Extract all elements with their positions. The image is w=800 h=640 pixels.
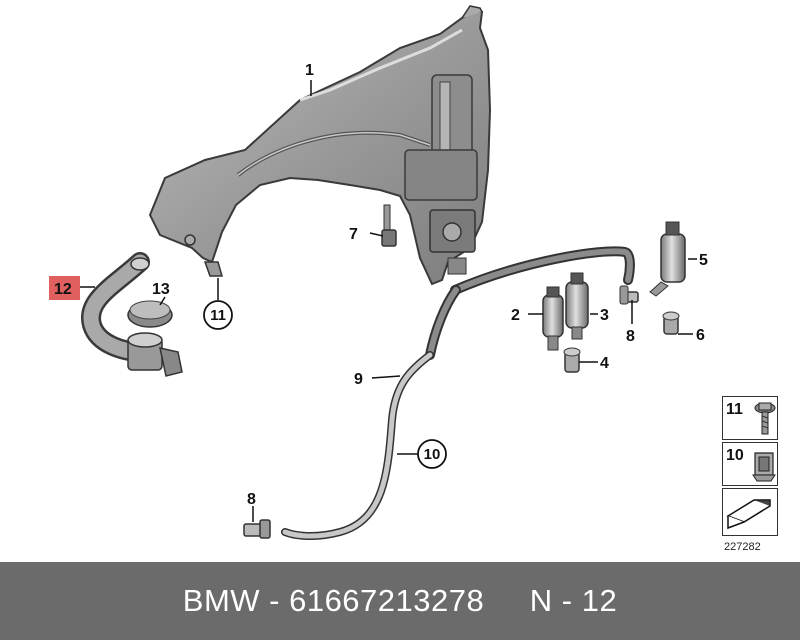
washer-pump-5	[649, 221, 686, 297]
footer-bar: BMW - 61667213278 N - 12	[0, 562, 800, 640]
label-part-7: 7	[349, 226, 358, 243]
clip-nut-icon	[752, 452, 776, 482]
parts-diagram: 1 7 12 13 2 3 4 5 8 6 9 8 11 10	[49, 5, 708, 541]
washer-pump-2	[542, 286, 564, 351]
label-part-11: 11	[210, 307, 226, 324]
hose-line-9	[425, 246, 635, 360]
grommet-4	[563, 347, 581, 373]
connector-8-right	[619, 285, 639, 305]
legend-item-10: 10	[722, 442, 778, 486]
circle-part-10	[417, 439, 447, 469]
label-part-1: 1	[305, 62, 314, 79]
footer-part-number: BMW - 61667213278 N - 12	[182, 583, 618, 618]
washer-pump-3	[565, 272, 589, 340]
bolt-icon	[754, 402, 776, 435]
level-sensor	[381, 204, 397, 247]
arrow-icon	[726, 499, 771, 530]
filler-neck-hose	[81, 252, 183, 377]
legend-item-arrow	[722, 488, 778, 536]
label-part-2: 2	[511, 307, 520, 324]
label-part-12: 12	[54, 281, 72, 298]
label-part-9: 9	[354, 371, 363, 388]
label-part-13: 13	[152, 281, 170, 298]
grommet-6	[662, 311, 680, 335]
circle-part-11	[203, 300, 233, 330]
label-part-5: 5	[699, 252, 708, 269]
label-part-10: 10	[424, 446, 441, 463]
hose-line-10	[281, 351, 434, 541]
diagram-id: 227282	[724, 541, 761, 553]
connector-8-bottom	[243, 519, 271, 539]
legend-item-11: 11	[722, 396, 778, 440]
label-part-8-right: 8	[626, 328, 635, 345]
label-part-8-bottom: 8	[247, 491, 256, 508]
leader-lines	[79, 80, 697, 522]
part-12-highlight	[49, 276, 80, 300]
legend-number: 11	[726, 401, 743, 418]
label-part-6: 6	[696, 327, 705, 344]
label-part-3: 3	[600, 307, 609, 324]
legend-number: 10	[726, 447, 744, 464]
label-part-4: 4	[600, 355, 609, 372]
washer-fluid-tank	[148, 5, 492, 286]
tank-cap	[127, 300, 173, 328]
